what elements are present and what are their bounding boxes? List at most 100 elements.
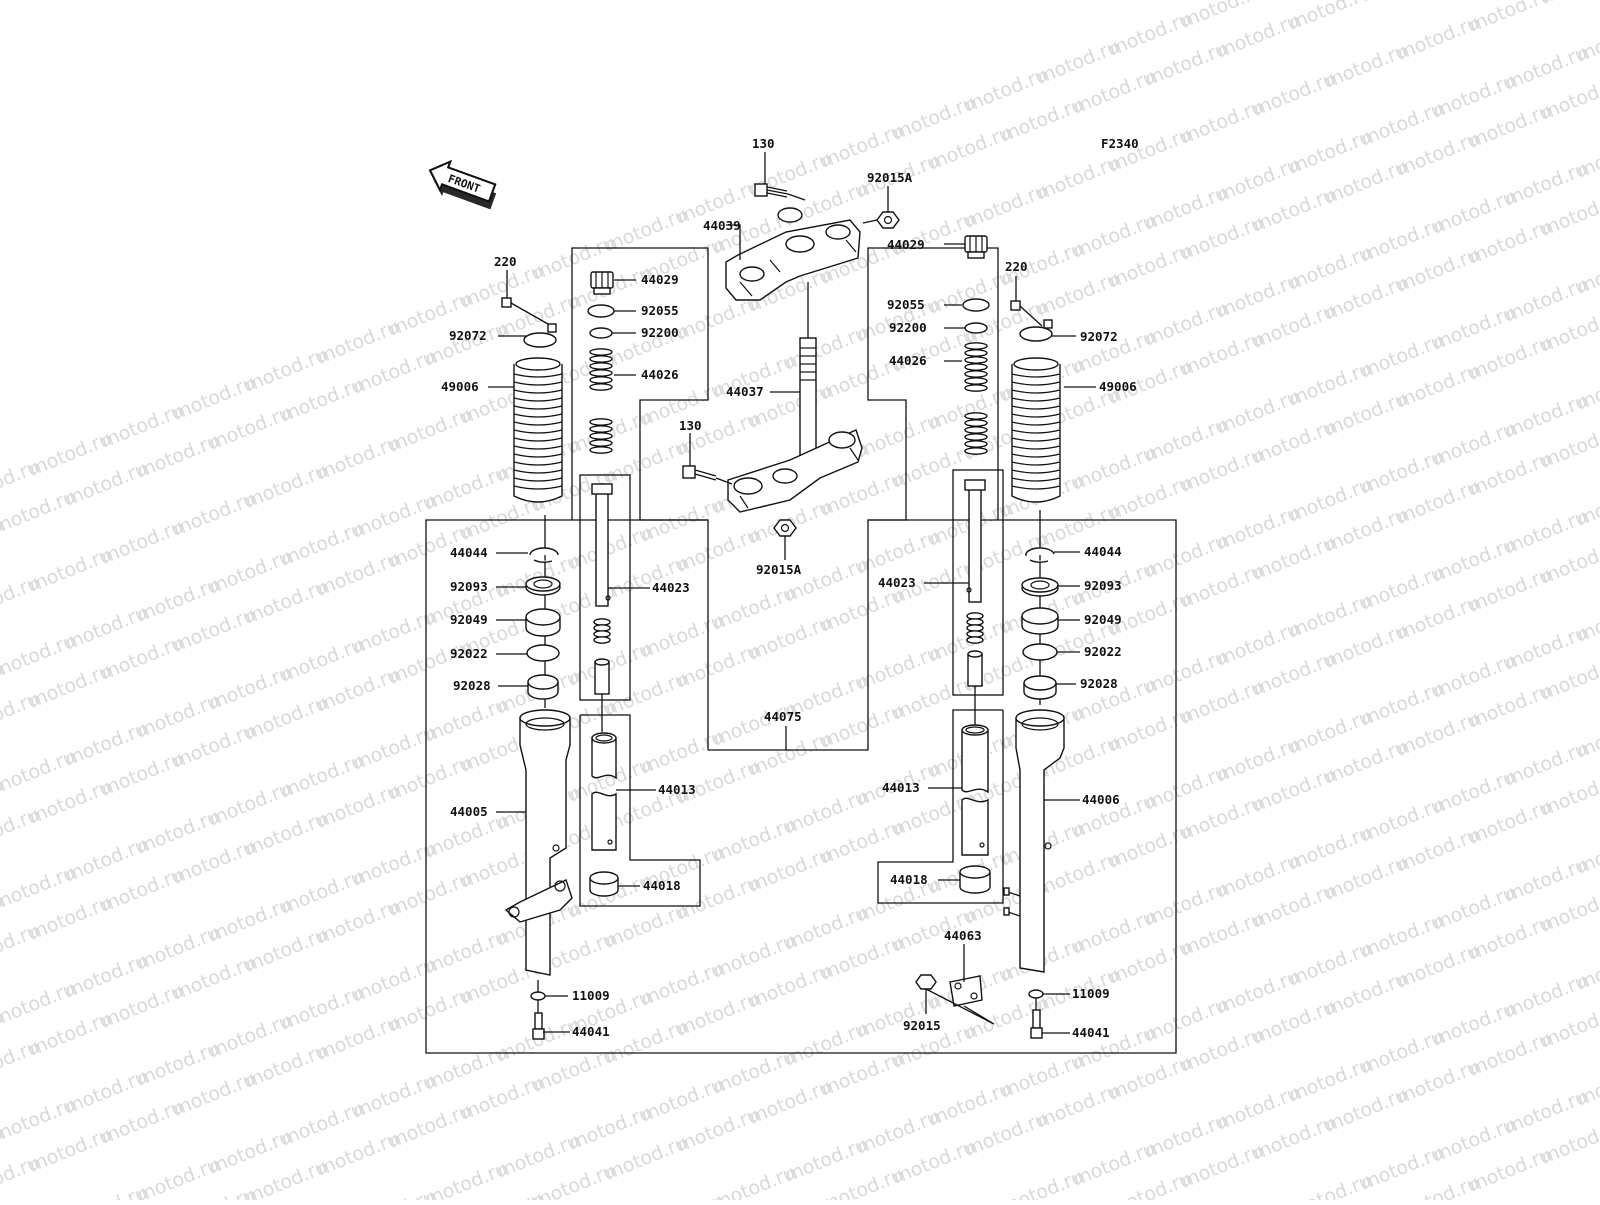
label-lower-bolt: 130 <box>679 418 702 433</box>
right-outer-tube-icon <box>1003 709 1065 973</box>
boot-fold <box>513 373 563 378</box>
boot-fold <box>1011 461 1061 466</box>
left-spring-icon <box>589 348 613 454</box>
spring-coil <box>589 425 613 433</box>
label-left-plug: 44029 <box>641 272 679 287</box>
label-left-collar: 44018 <box>643 878 681 893</box>
label-right-washer: 92200 <box>889 320 927 335</box>
label-upper-nut: 92015A <box>867 170 913 185</box>
boot-fold <box>1011 429 1061 434</box>
right-small-spring-icon <box>966 612 984 644</box>
spring-coil <box>589 369 613 377</box>
label-right-collar: 44018 <box>890 872 928 887</box>
left-clamp-icon <box>523 323 557 348</box>
right-washer2-icon <box>1021 607 1059 635</box>
boot-fold <box>513 445 563 450</box>
lower-bolt-icon <box>682 465 733 485</box>
watermark-text: motod.ru <box>1574 1174 1600 1200</box>
label-right-seal: 92093 <box>1084 578 1122 593</box>
right-bush2-icon <box>1023 675 1057 700</box>
label-left-screw: 220 <box>494 254 517 269</box>
boot-fold <box>1011 469 1061 474</box>
spring-coil <box>964 412 988 420</box>
boot-top <box>1013 357 1059 371</box>
right-spring-icon <box>964 342 988 455</box>
upper-nut-icon <box>862 211 900 229</box>
spring-coil <box>966 636 984 644</box>
label-right-inner-tube: 44013 <box>882 780 920 795</box>
label-left-bush2: 92028 <box>453 678 491 693</box>
outline-right-innertube <box>877 709 1004 904</box>
right-cylinder-icon <box>964 479 986 603</box>
spring-coil <box>964 426 988 434</box>
label-left-washer2: 92049 <box>450 612 488 627</box>
right-holder-icon <box>949 944 983 1007</box>
boot-fold <box>513 461 563 466</box>
boot-fold <box>1011 373 1061 378</box>
spring-coil <box>964 440 988 448</box>
boot-fold <box>513 397 563 402</box>
diagram-code: F2340 <box>1101 136 1139 151</box>
right-plug-icon <box>964 235 988 259</box>
left-outer-tube-icon <box>504 709 573 976</box>
left-bush1-icon <box>526 644 560 662</box>
spring-coil <box>589 376 613 384</box>
boot-fold <box>1011 381 1061 386</box>
label-right-clamp: 92072 <box>1080 329 1118 344</box>
boot-fold <box>1011 445 1061 450</box>
label-left-inner-tube: 44013 <box>658 782 696 797</box>
watermark-text: motod.ru <box>1466 0 1555 37</box>
left-gasket-icon <box>530 980 546 1001</box>
label-left-circlip: 44044 <box>450 545 488 560</box>
spring-coil <box>589 383 613 391</box>
left-inner-tube-icon <box>591 732 617 851</box>
spring-coil <box>589 439 613 447</box>
label-left-clamp: 92072 <box>449 328 487 343</box>
watermark-text: motod.ru <box>1358 0 1447 7</box>
spring-coil <box>589 348 613 356</box>
left-seal-icon <box>525 576 561 596</box>
outline-left-innertube <box>579 714 701 907</box>
boot-fold <box>1011 477 1061 482</box>
left-washer-icon <box>589 327 613 339</box>
label-left-seal: 92093 <box>450 579 488 594</box>
right-clamp-icon <box>1019 319 1053 342</box>
boot-fold <box>513 381 563 386</box>
front-arrow-icon: FRONT <box>428 159 497 210</box>
boot-fold <box>1011 389 1061 394</box>
spring-coil <box>964 342 988 350</box>
right-oring-icon <box>962 298 990 312</box>
boot-fold <box>513 429 563 434</box>
watermark-text: motod.ru <box>1538 0 1600 9</box>
label-right-circlip: 44044 <box>1084 544 1122 559</box>
label-stem: 44037 <box>726 384 764 399</box>
upper-bolt-icon <box>754 183 806 201</box>
label-right-bolt: 44041 <box>1072 1025 1110 1040</box>
right-inner-tube-icon <box>961 724 989 856</box>
boot-fold <box>513 389 563 394</box>
spring-coil <box>964 377 988 385</box>
label-left-gasket: 11009 <box>572 988 610 1003</box>
label-upper-bracket-bolt: 130 <box>752 136 775 151</box>
label-right-gasket: 11009 <box>1072 986 1110 1001</box>
label-right-oring: 92055 <box>887 297 925 312</box>
part-labels: 130 92015A 44039 44029 92055 92200 44026… <box>441 136 1137 1040</box>
boot-fold <box>1011 437 1061 442</box>
label-left-bolt: 44041 <box>572 1024 610 1039</box>
left-bush2-icon <box>527 674 559 700</box>
boot-fold <box>513 453 563 458</box>
spring-coil <box>589 362 613 370</box>
lower-nut-icon <box>773 519 797 560</box>
outline-main-box <box>425 519 1177 1054</box>
left-cylinder-icon <box>591 483 613 607</box>
label-right-bush2: 92028 <box>1080 676 1118 691</box>
spring-coil <box>589 418 613 426</box>
boot-fold <box>513 477 563 482</box>
spring-coil <box>964 433 988 441</box>
spring-coil <box>964 447 988 455</box>
boot-fold <box>1011 397 1061 402</box>
lower-bracket <box>727 429 863 513</box>
label-left-spring: 44026 <box>641 367 679 382</box>
